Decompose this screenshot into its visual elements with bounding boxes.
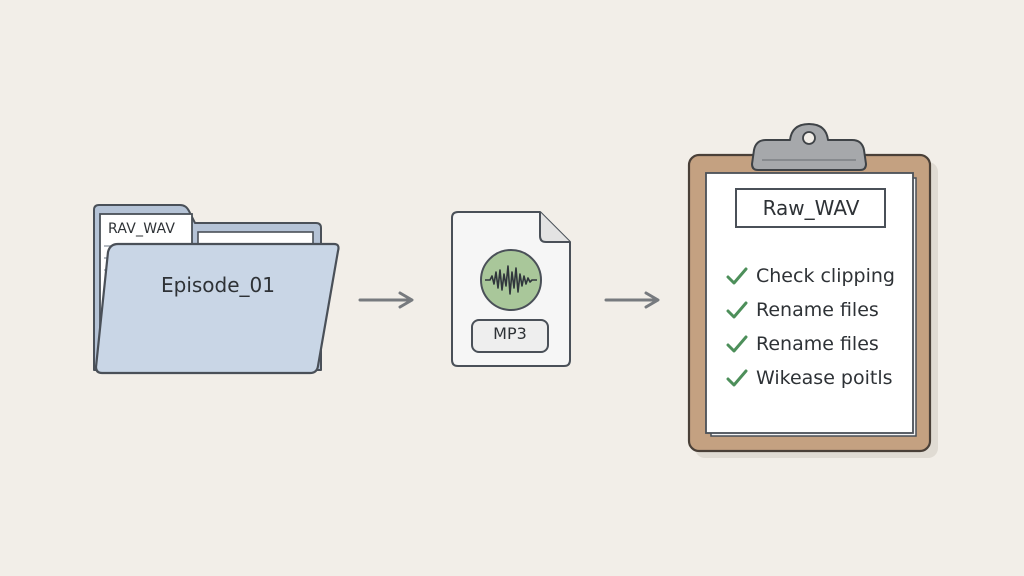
folder-name: Episode_01: [161, 273, 275, 297]
checklist-item-label: Rename files: [756, 333, 879, 355]
arrow-right-icon: [358, 291, 414, 309]
clipboard-clip: [751, 123, 867, 171]
checklist-item: Wikease poitls: [726, 361, 895, 395]
arrow-right-icon: [604, 291, 660, 309]
mp3-badge: [471, 319, 549, 353]
checklist-item-label: Rename files: [756, 299, 879, 321]
folder-icon: [93, 204, 340, 375]
folder-front: [94, 242, 340, 375]
checklist-item-label: Wikease poitls: [756, 367, 893, 389]
checkmark-icon: [726, 335, 748, 353]
checkmark-icon: [726, 369, 748, 387]
clipboard-title-box: [735, 188, 886, 228]
checklist: Check clipping Rename files Rename files…: [726, 259, 895, 395]
clipboard-title: Raw_WAV: [762, 196, 860, 220]
checklist-item: Check clipping: [726, 259, 895, 293]
clipboard-icon: [687, 123, 938, 458]
folder-tab-label: RAV_WAV: [108, 221, 176, 237]
checklist-item: Rename files: [726, 327, 895, 361]
checkmark-icon: [726, 267, 748, 285]
checklist-item-label: Check clipping: [756, 265, 895, 287]
checklist-item: Rename files: [726, 293, 895, 327]
checkmark-icon: [726, 301, 748, 319]
mp3-label: MP3: [493, 324, 527, 343]
audio-file-icon: [451, 211, 571, 367]
